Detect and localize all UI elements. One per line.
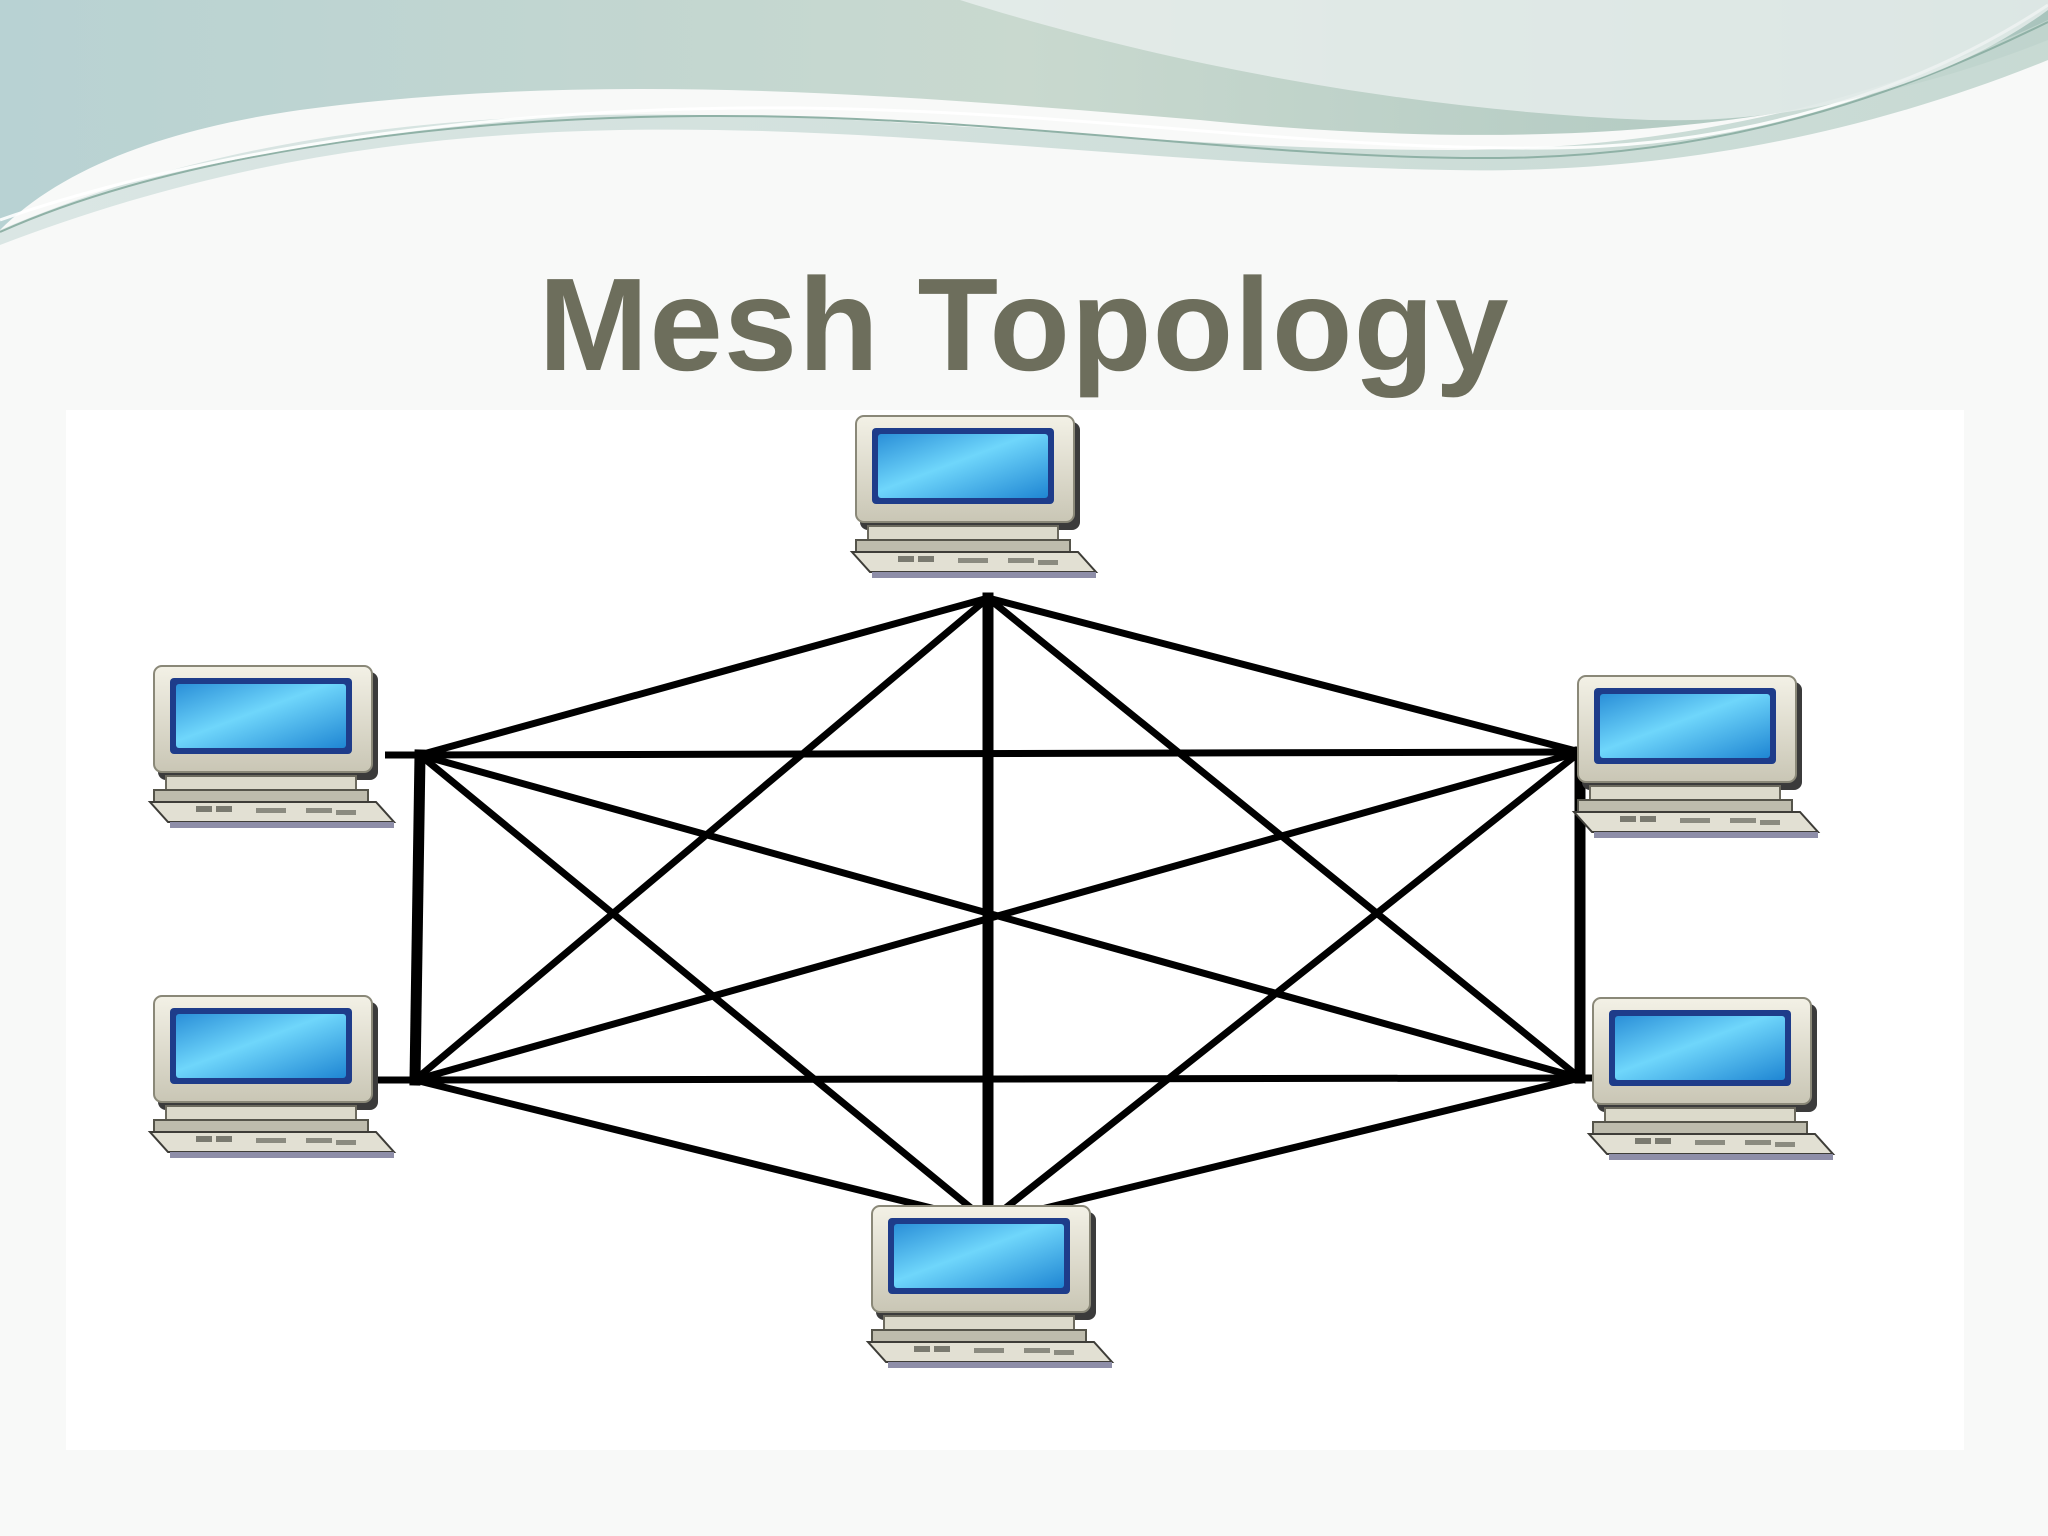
link-pc-upper-right-pc-bottom [983,747,1585,1227]
link-pc-lower-right-pc-bottom [983,1073,1585,1227]
link-pc-upper-right-pc-lower-left [410,747,1585,1085]
desktop-computer-icon [867,1205,1113,1369]
desktop-computer-icon [1573,675,1819,839]
link-pc-lower-left-pc-bottom [410,1075,993,1227]
link-pc-top-pc-upper-right [983,593,1585,757]
link-pc-top-pc-lower-left [410,593,993,1085]
desktop-computer-icon [1588,997,1834,1161]
link-pc-top-pc-upper-left [415,593,993,760]
slide-title: Mesh Topology [538,251,1510,398]
desktop-computer-icon [851,415,1097,579]
link-pc-upper-left-pc-bottom [415,750,993,1227]
desktop-computer-icon [149,665,395,829]
desktop-computer-icon [149,995,395,1159]
link-pc-upper-left-pc-upper-right [416,748,1584,759]
mesh-links [378,592,1598,1228]
header-wave-decoration [0,0,2048,245]
link-pc-upper-left-pc-lower-left [409,749,426,1086]
link-pc-lower-left-pc-lower-right [411,1074,1584,1084]
